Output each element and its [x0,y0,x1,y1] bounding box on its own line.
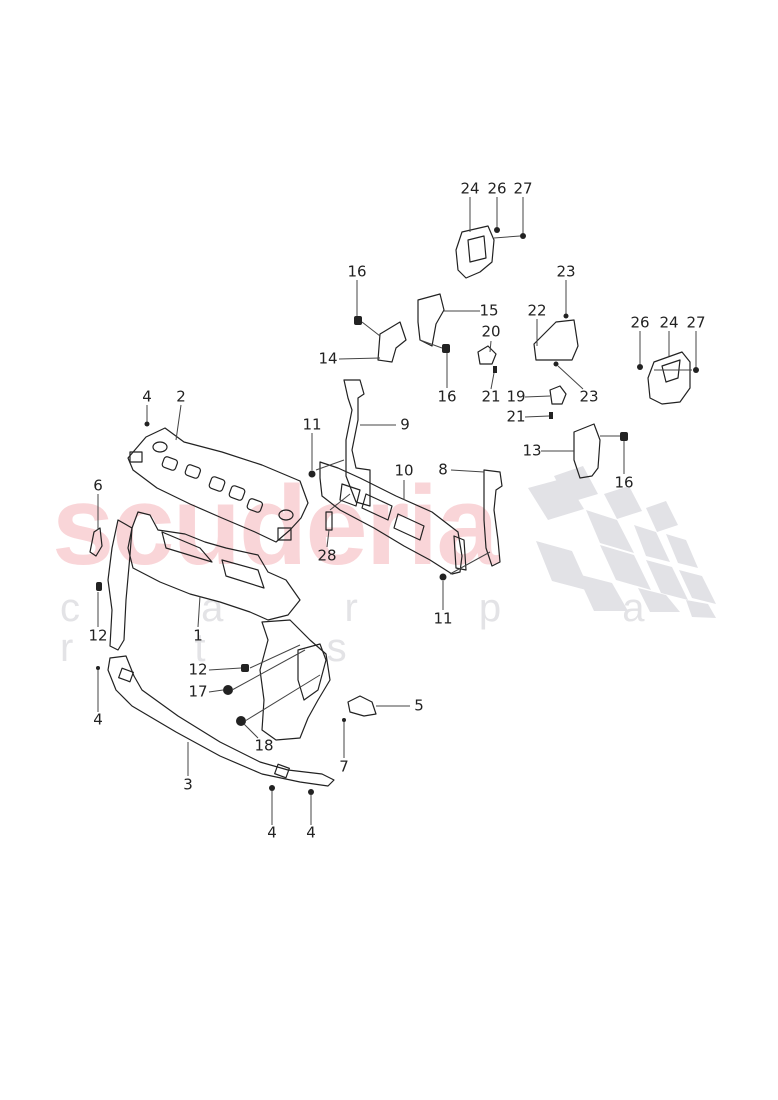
part-24-right-shield [647,351,691,405]
callout-16[interactable]: 16 [347,262,367,281]
part-19-mount [549,385,567,405]
callout-23[interactable]: 23 [556,262,576,281]
callout-11[interactable]: 11 [433,609,453,628]
callout-8[interactable]: 8 [438,460,448,479]
part-2-upper-crossmember [127,427,309,543]
callout-12[interactable]: 12 [88,626,108,645]
callout-7[interactable]: 7 [339,757,349,776]
callout-18[interactable]: 18 [254,736,274,755]
part-1-front-carrier [107,511,331,741]
watermark-subtitle-text: c a r p a r t s [60,586,685,670]
part-22-bracket [533,319,579,361]
callout-24[interactable]: 24 [460,179,480,198]
callout-16[interactable]: 16 [614,473,634,492]
part-13-bracket [573,423,601,479]
callout-26[interactable]: 26 [630,313,650,332]
callout-17[interactable]: 17 [188,682,208,701]
callout-1[interactable]: 1 [193,626,203,645]
callout-21[interactable]: 21 [506,407,526,426]
callout-13[interactable]: 13 [522,441,542,460]
callout-4[interactable]: 4 [267,823,277,842]
callout-11[interactable]: 11 [302,415,322,434]
part-20-mount [477,345,497,365]
callout-4[interactable]: 4 [306,823,316,842]
callout-23[interactable]: 23 [579,387,599,406]
callout-15[interactable]: 15 [479,301,499,320]
callout-2[interactable]: 2 [176,387,186,406]
part-10-center-brace [319,461,467,575]
callout-21[interactable]: 21 [481,387,501,406]
callout-16[interactable]: 16 [437,387,457,406]
callout-27[interactable]: 27 [686,313,706,332]
fasteners [96,227,699,795]
part-9-left-stay [343,379,371,507]
callout-6[interactable]: 6 [93,476,103,495]
callout-5[interactable]: 5 [414,696,424,715]
callout-4[interactable]: 4 [93,710,103,729]
part-5-clip [347,695,377,717]
callout-12[interactable]: 12 [188,660,208,679]
callout-3[interactable]: 3 [183,775,193,794]
callout-28[interactable]: 28 [317,546,337,565]
callout-24[interactable]: 24 [659,313,679,332]
callout-4[interactable]: 4 [142,387,152,406]
part-8-right-stay [483,469,503,567]
callout-19[interactable]: 19 [506,387,526,406]
part-14-bracket [377,321,407,363]
callout-20[interactable]: 20 [481,322,501,341]
leader-lines [97,197,697,825]
callout-9[interactable]: 9 [400,415,410,434]
part-3-lower-crossmember [107,655,335,787]
callout-26[interactable]: 26 [487,179,507,198]
part-24-upper-shield [455,225,495,279]
callout-27[interactable]: 27 [513,179,533,198]
callout-22[interactable]: 22 [527,301,547,320]
callout-10[interactable]: 10 [394,461,414,480]
part-15-bracket [417,293,445,347]
part-28-pad [325,511,333,531]
part-6-hook [89,527,103,557]
callout-14[interactable]: 14 [318,349,338,368]
